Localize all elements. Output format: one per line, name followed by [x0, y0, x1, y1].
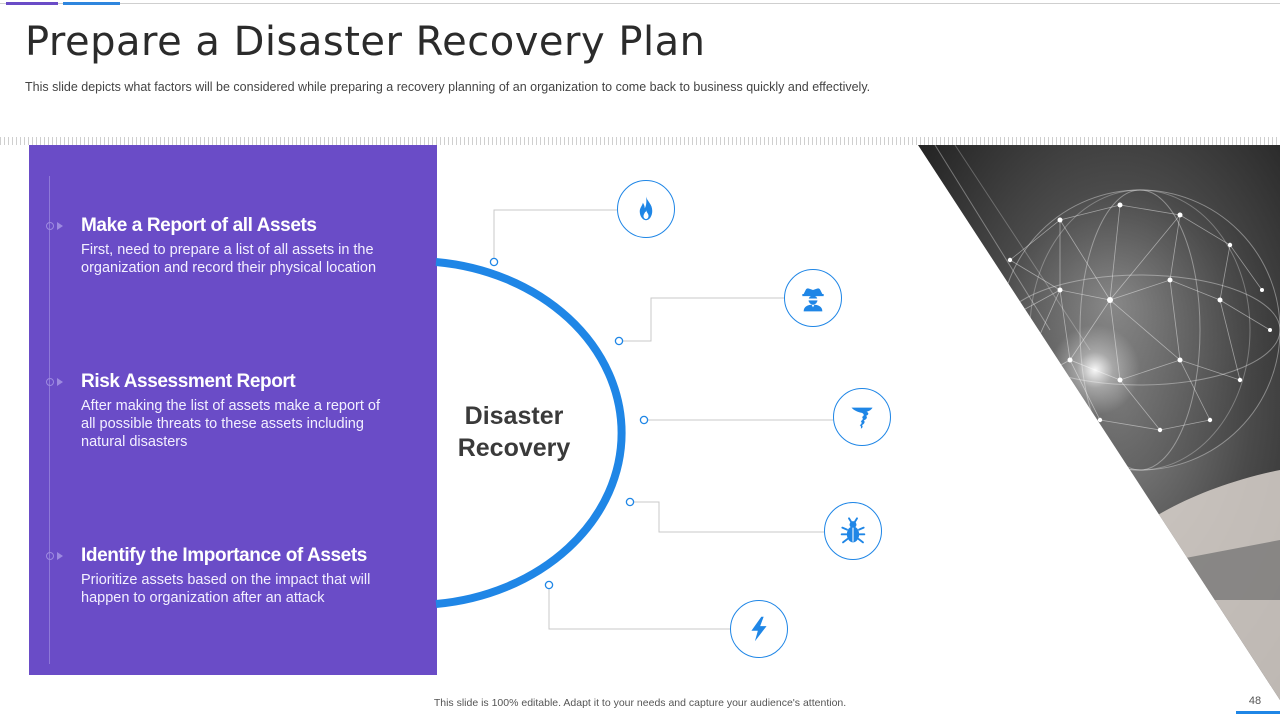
- desc-line: After making the list of assets make a r…: [81, 398, 380, 414]
- item-desc: After making the list of assets make a r…: [81, 397, 401, 451]
- list-item: Risk Assessment Report After making the …: [81, 371, 401, 451]
- desc-line: natural disasters: [81, 434, 188, 450]
- footer-note: This slide is 100% editable. Adapt it to…: [433, 697, 847, 709]
- center-label-line: Recovery: [457, 434, 571, 462]
- desc-line: First, need to prepare a list of all ass…: [81, 242, 374, 258]
- page-number-bar: [1236, 711, 1280, 714]
- top-accent-purple: [6, 2, 58, 5]
- item-desc: Prioritize assets based on the impact th…: [81, 571, 401, 607]
- tornado-icon: [833, 388, 891, 446]
- dotted-separator: [0, 137, 1280, 145]
- desc-line: Prioritize assets based on the impact th…: [81, 572, 371, 588]
- page-subtitle: This slide depicts what factors will be …: [25, 80, 871, 94]
- page-title: Prepare a Disaster Recovery Plan: [25, 19, 706, 65]
- timeline-line: [49, 176, 50, 664]
- recovery-ring: [435, 258, 626, 608]
- top-rule: [0, 3, 1280, 4]
- marker-icon: [46, 378, 63, 386]
- lightning-icon: [730, 600, 788, 658]
- item-title: Risk Assessment Report: [81, 371, 296, 392]
- center-label: Disaster Recovery: [440, 400, 588, 464]
- list-item: Make a Report of all Assets First, need …: [81, 215, 401, 277]
- bug-icon: [824, 502, 882, 560]
- list-item: Identify the Importance of Assets Priori…: [81, 545, 401, 607]
- content-panel: [29, 145, 437, 675]
- fire-icon: [617, 180, 675, 238]
- page-number: 48: [1248, 695, 1262, 707]
- center-label-line: Disaster: [464, 402, 564, 430]
- marker-icon: [46, 552, 63, 560]
- top-accent-blue: [63, 2, 120, 5]
- item-desc: First, need to prepare a list of all ass…: [81, 241, 401, 277]
- ring-nodes: [489, 257, 649, 590]
- hacker-icon: [784, 269, 842, 327]
- marker-icon: [46, 222, 63, 230]
- connector-lines: [493, 209, 833, 630]
- desc-line: happen to organization after an attack: [81, 590, 325, 606]
- desc-line: all possible threats to these assets inc…: [81, 416, 364, 432]
- desc-line: organization and record their physical l…: [81, 260, 377, 276]
- item-title: Identify the Importance of Assets: [81, 545, 367, 566]
- item-title: Make a Report of all Assets: [81, 215, 317, 236]
